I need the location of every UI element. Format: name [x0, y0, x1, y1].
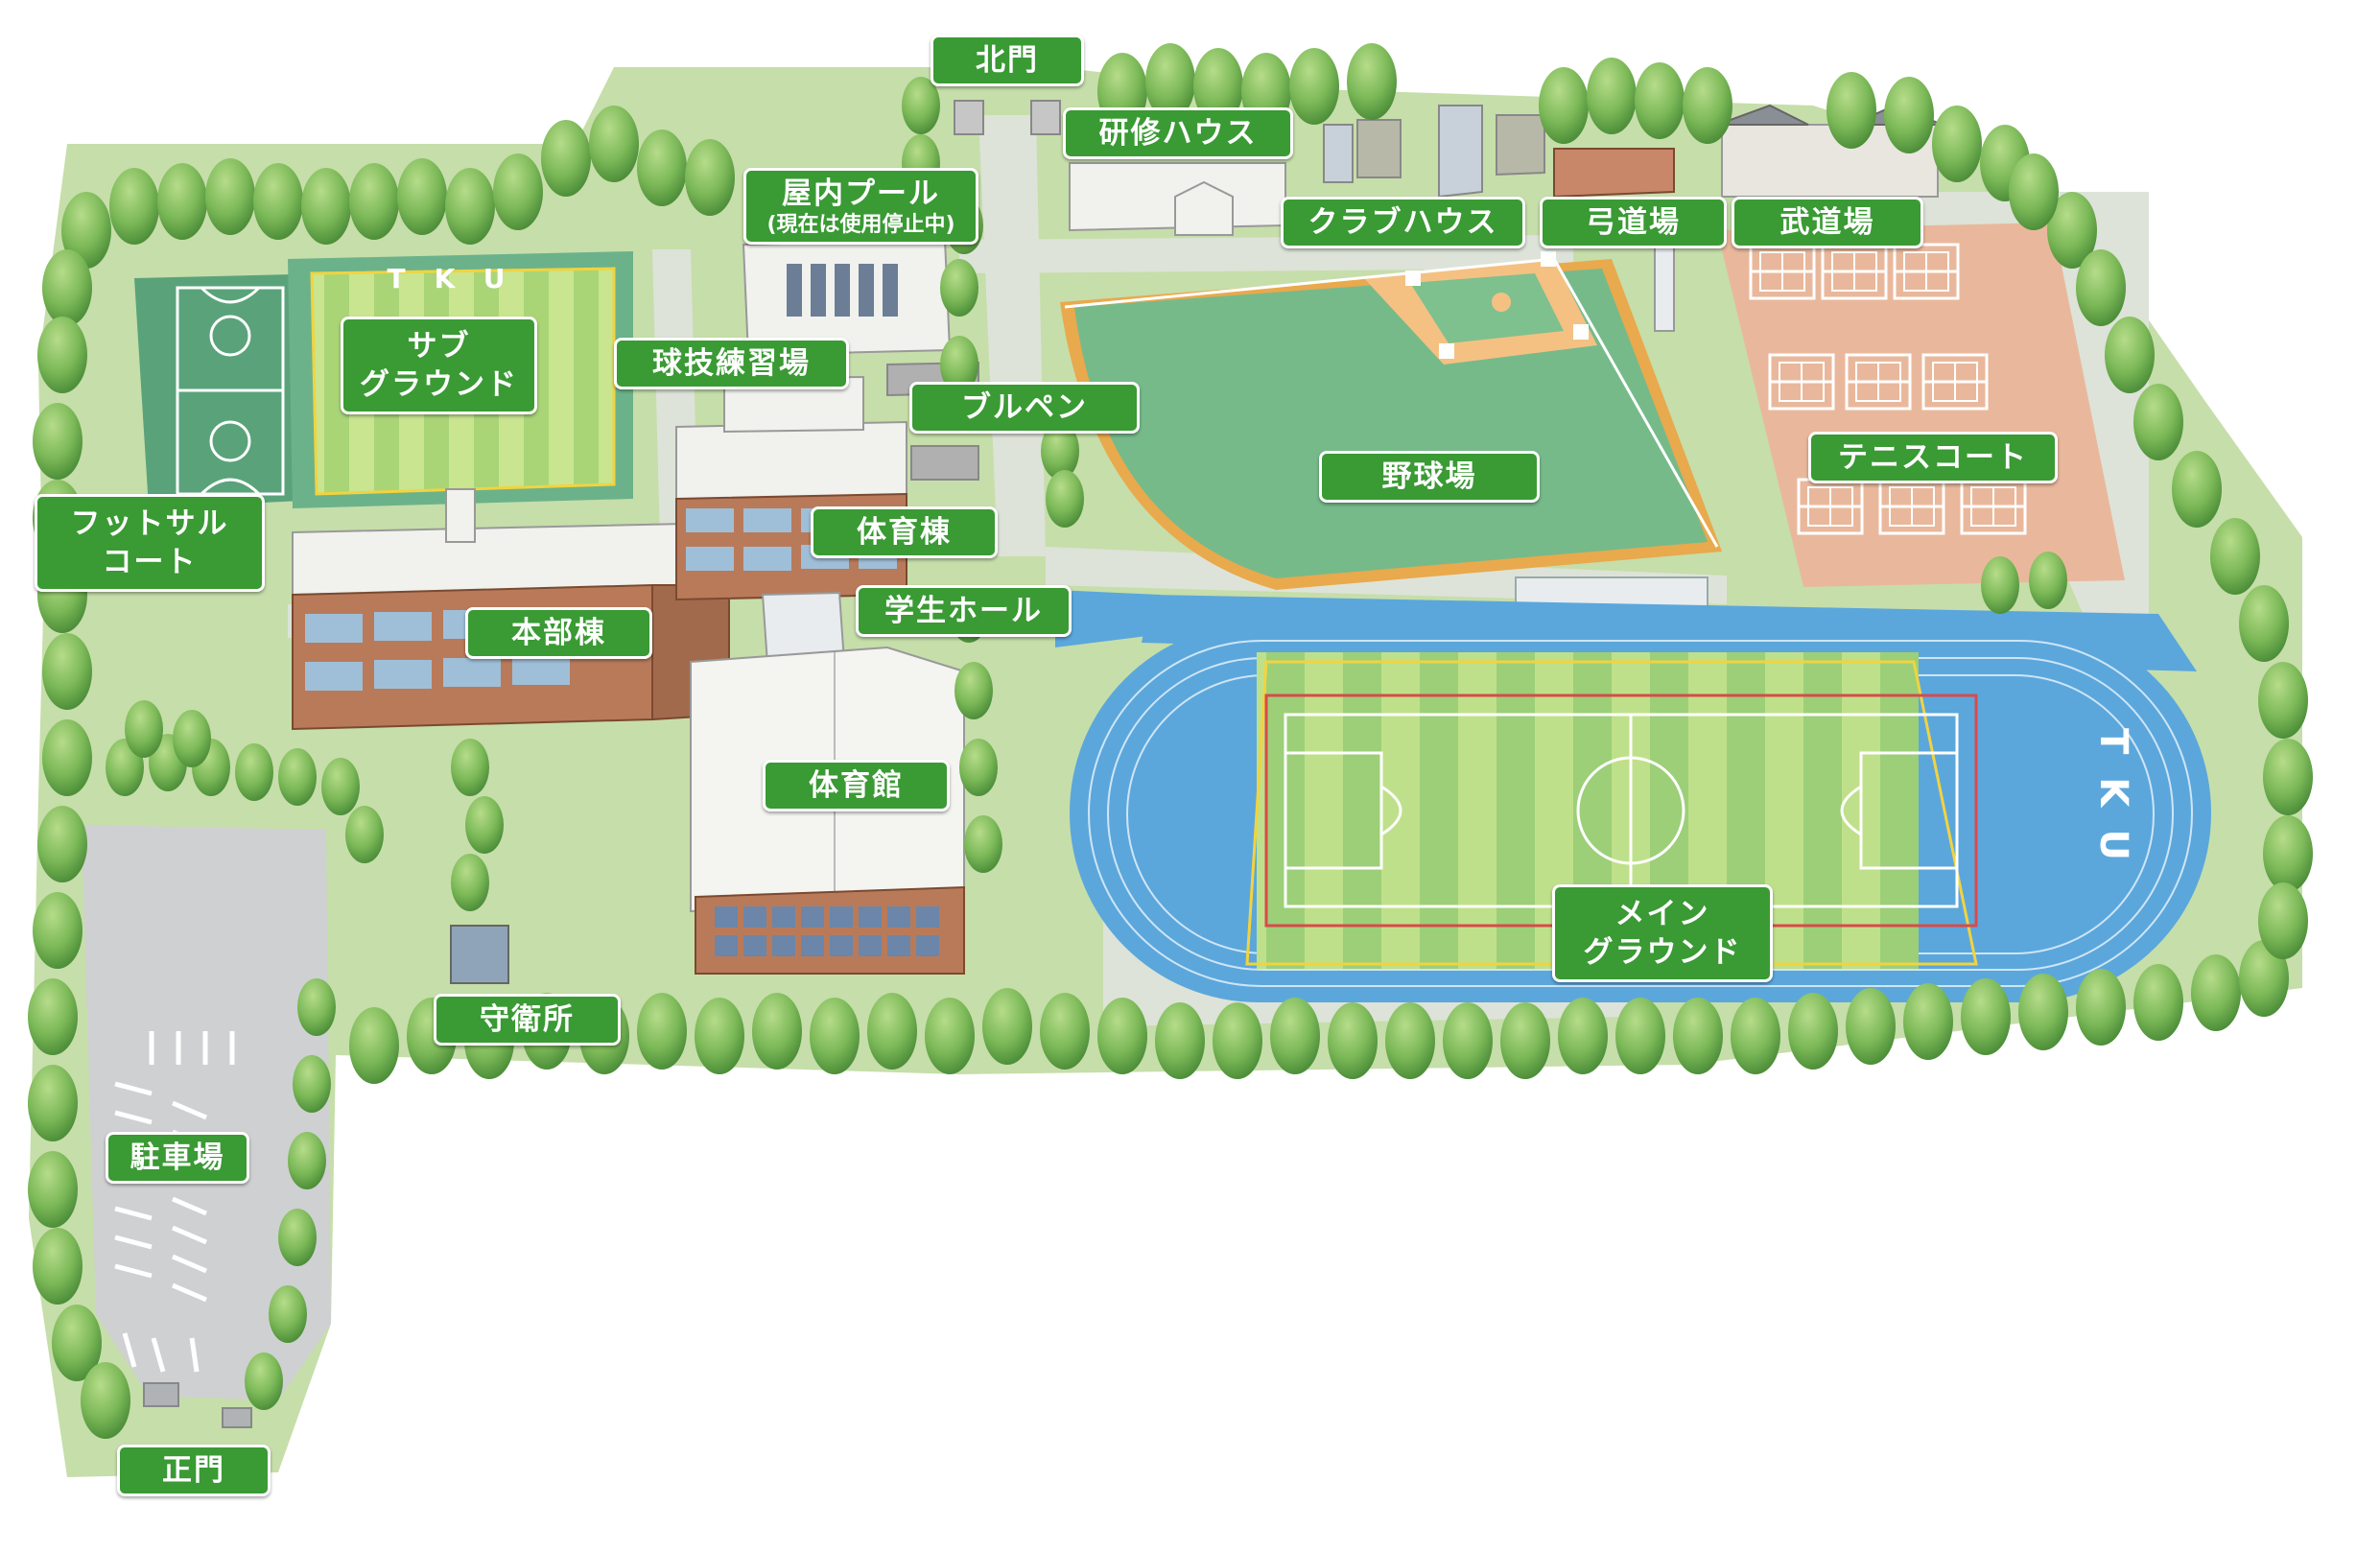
ball-practice-text: 球技練習場: [652, 346, 811, 381]
track-mark: TKU: [2091, 728, 2135, 883]
club-house-text: クラブハウス: [1308, 205, 1498, 240]
guard-house-text: 守衛所: [480, 1002, 575, 1037]
label-north-gate[interactable]: 北門: [931, 35, 1084, 86]
budo-text: 武道場: [1779, 205, 1875, 240]
sub-ground-text-2: グラウンド: [360, 367, 518, 402]
buildings: [292, 100, 1944, 984]
label-gymnasium[interactable]: 体育館: [763, 760, 950, 811]
label-guard-house[interactable]: 守衛所: [434, 994, 621, 1046]
label-parking[interactable]: 駐車場: [106, 1132, 249, 1184]
indoor-pool-text: 屋内プール: [782, 176, 940, 211]
label-futsal[interactable]: フットサル コート: [35, 494, 265, 592]
label-gym-building[interactable]: 体育棟: [811, 506, 998, 558]
sub-ground-text-1: サブ: [407, 329, 471, 364]
label-training-house[interactable]: 研修ハウス: [1063, 107, 1293, 159]
main-building-text: 本部棟: [511, 616, 606, 650]
main-gate-text: 正門: [162, 1453, 225, 1488]
gymnasium-text: 体育館: [809, 768, 904, 803]
indoor-pool-note: (現在は使用停止中): [766, 213, 955, 237]
baseball-text: 野球場: [1381, 459, 1477, 494]
tennis-courts: [1717, 223, 2125, 587]
main-ground-text-2: グラウンド: [1583, 935, 1742, 970]
label-budo[interactable]: 武道場: [1732, 197, 1923, 248]
bullpen-text: ブルペン: [961, 390, 1088, 425]
label-indoor-pool[interactable]: 屋内プール (現在は使用停止中): [743, 168, 978, 245]
baseball-bases: [1405, 251, 1589, 359]
futsal-text-2: コート: [102, 545, 198, 579]
parking-text: 駐車場: [130, 1140, 225, 1175]
label-main-ground[interactable]: メイン グラウンド: [1552, 884, 1773, 982]
north-gate-text: 北門: [976, 43, 1039, 78]
label-ball-practice[interactable]: 球技練習場: [614, 338, 849, 389]
label-archery[interactable]: 弓道場: [1540, 197, 1727, 248]
baseball-field: [1060, 257, 1722, 613]
archery-text: 弓道場: [1586, 205, 1681, 240]
futsal-text-1: フットサル: [70, 506, 229, 541]
label-club-house[interactable]: クラブハウス: [1281, 197, 1525, 248]
sub-ground-mark: TKU: [387, 263, 533, 294]
student-hall-text: 学生ホール: [884, 594, 1043, 628]
label-sub-ground[interactable]: サブ グラウンド: [341, 317, 537, 414]
label-main-building[interactable]: 本部棟: [465, 607, 652, 659]
label-bullpen[interactable]: ブルペン: [909, 382, 1140, 434]
tennis-text: テニスコート: [1838, 440, 2028, 475]
label-baseball[interactable]: 野球場: [1319, 451, 1540, 503]
label-tennis[interactable]: テニスコート: [1808, 432, 2058, 483]
label-main-gate[interactable]: 正門: [117, 1445, 271, 1496]
label-student-hall[interactable]: 学生ホール: [856, 585, 1072, 637]
training-house-text: 研修ハウス: [1098, 116, 1258, 151]
main-ground-text-1: メイン: [1614, 897, 1710, 931]
gym-building-text: 体育棟: [857, 515, 952, 550]
